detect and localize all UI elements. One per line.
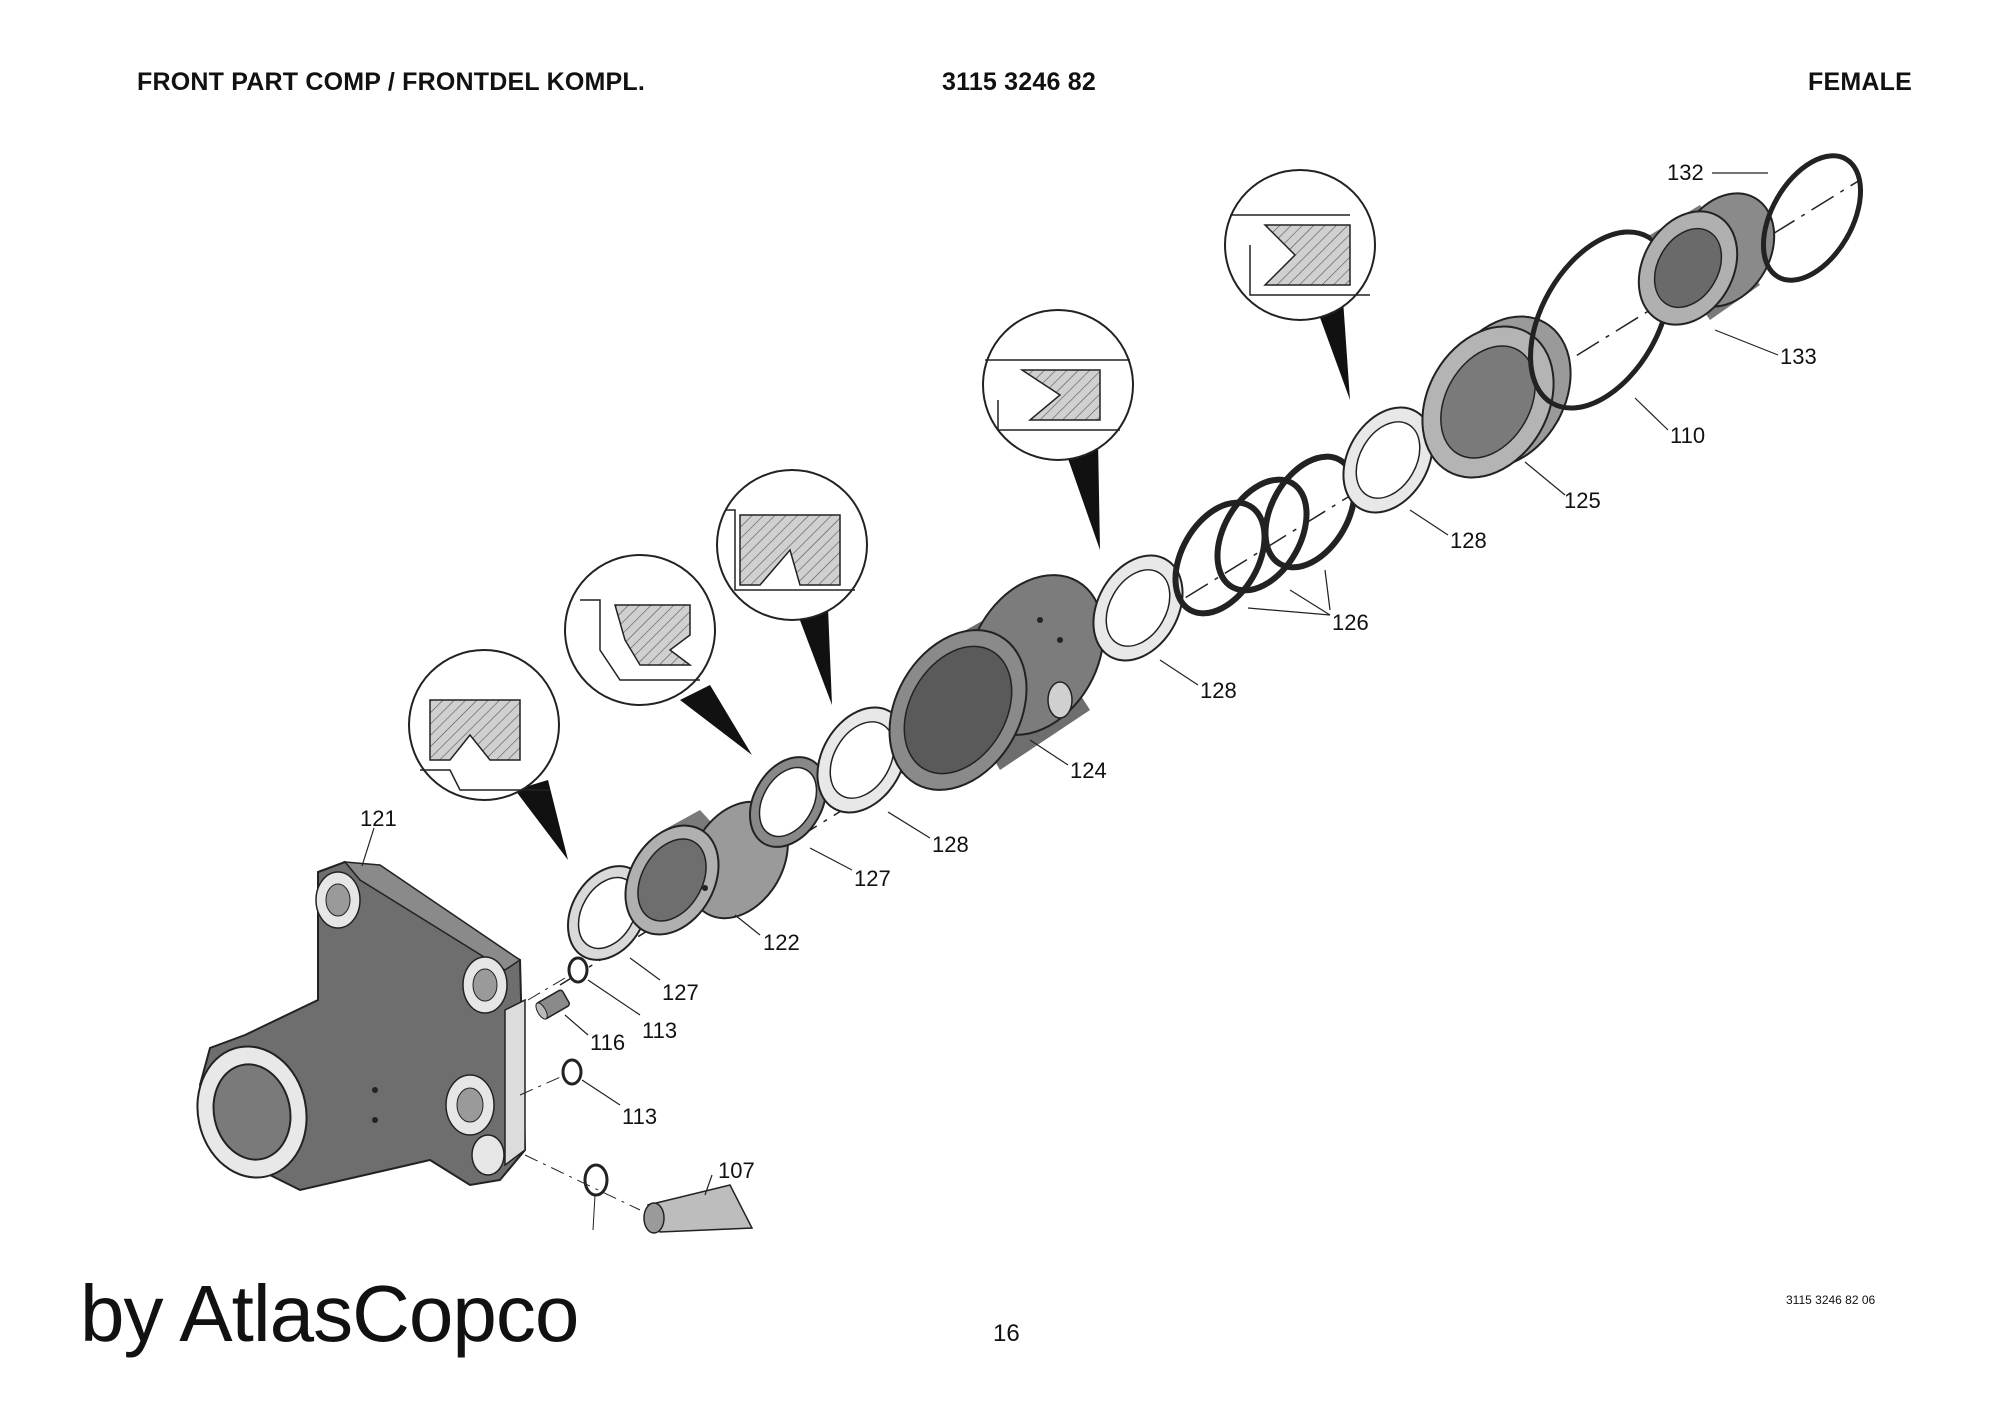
ring-132: [1760, 153, 1864, 283]
callout-133: 133: [1780, 344, 1817, 369]
ring-128b: [1092, 554, 1184, 662]
callout-127-b: 127: [854, 866, 891, 891]
pin-116: [535, 989, 571, 1020]
o-rings-126: [1172, 453, 1358, 617]
ring-110: [1528, 229, 1672, 411]
page-title: FRONT PART COMP / FRONTDEL KOMPL.: [137, 68, 645, 96]
seal-ring-113a: [567, 956, 589, 984]
variant-label: FEMALE: [1808, 68, 1912, 96]
bushing-125: [1421, 315, 1572, 479]
leader-lines: [361, 172, 1779, 1196]
ring-128a: [816, 706, 908, 814]
front-housing-121: [196, 860, 527, 1192]
seal-ring-113b: [561, 1058, 583, 1086]
valve-107: [643, 1184, 754, 1234]
callout-128-c: 128: [1450, 528, 1487, 553]
callout-124: 124: [1070, 758, 1107, 783]
detail-callout-5: [1224, 169, 1376, 400]
callout-128-b: 128: [1200, 678, 1237, 703]
cylinder-124: [888, 574, 1105, 791]
callout-116: 116: [590, 1030, 625, 1055]
ring-128c: [1342, 406, 1434, 514]
callout-121: 121: [360, 806, 397, 831]
callout-122: 122: [763, 930, 800, 955]
callout-113-a: 113: [642, 1018, 677, 1043]
detail-callout-4: [982, 309, 1134, 550]
part-number: 3115 3246 82: [942, 68, 1096, 96]
callout-132: 132: [1667, 160, 1704, 185]
callout-126: 126: [1332, 610, 1369, 635]
detail-callout-2: [564, 554, 752, 755]
detail-callout-1: [408, 649, 568, 860]
brand-logo-text: by AtlasCopco: [80, 1269, 579, 1358]
callout-127-a: 127: [662, 980, 699, 1005]
detail-callout-3: [716, 469, 868, 705]
callout-110: 110: [1670, 423, 1705, 448]
seal-ring-107: [583, 1163, 609, 1197]
callout-128-a: 128: [932, 832, 969, 857]
callout-107: 107: [718, 1158, 755, 1183]
callout-125: 125: [1564, 488, 1601, 513]
seal-127b: [749, 756, 827, 848]
page-number: 16: [993, 1320, 1020, 1347]
document-code: 3115 3246 82 06: [1786, 1293, 1876, 1307]
callout-113-b: 113: [622, 1104, 657, 1129]
small-parts: [519, 956, 754, 1234]
cone-133: [1637, 192, 1776, 326]
